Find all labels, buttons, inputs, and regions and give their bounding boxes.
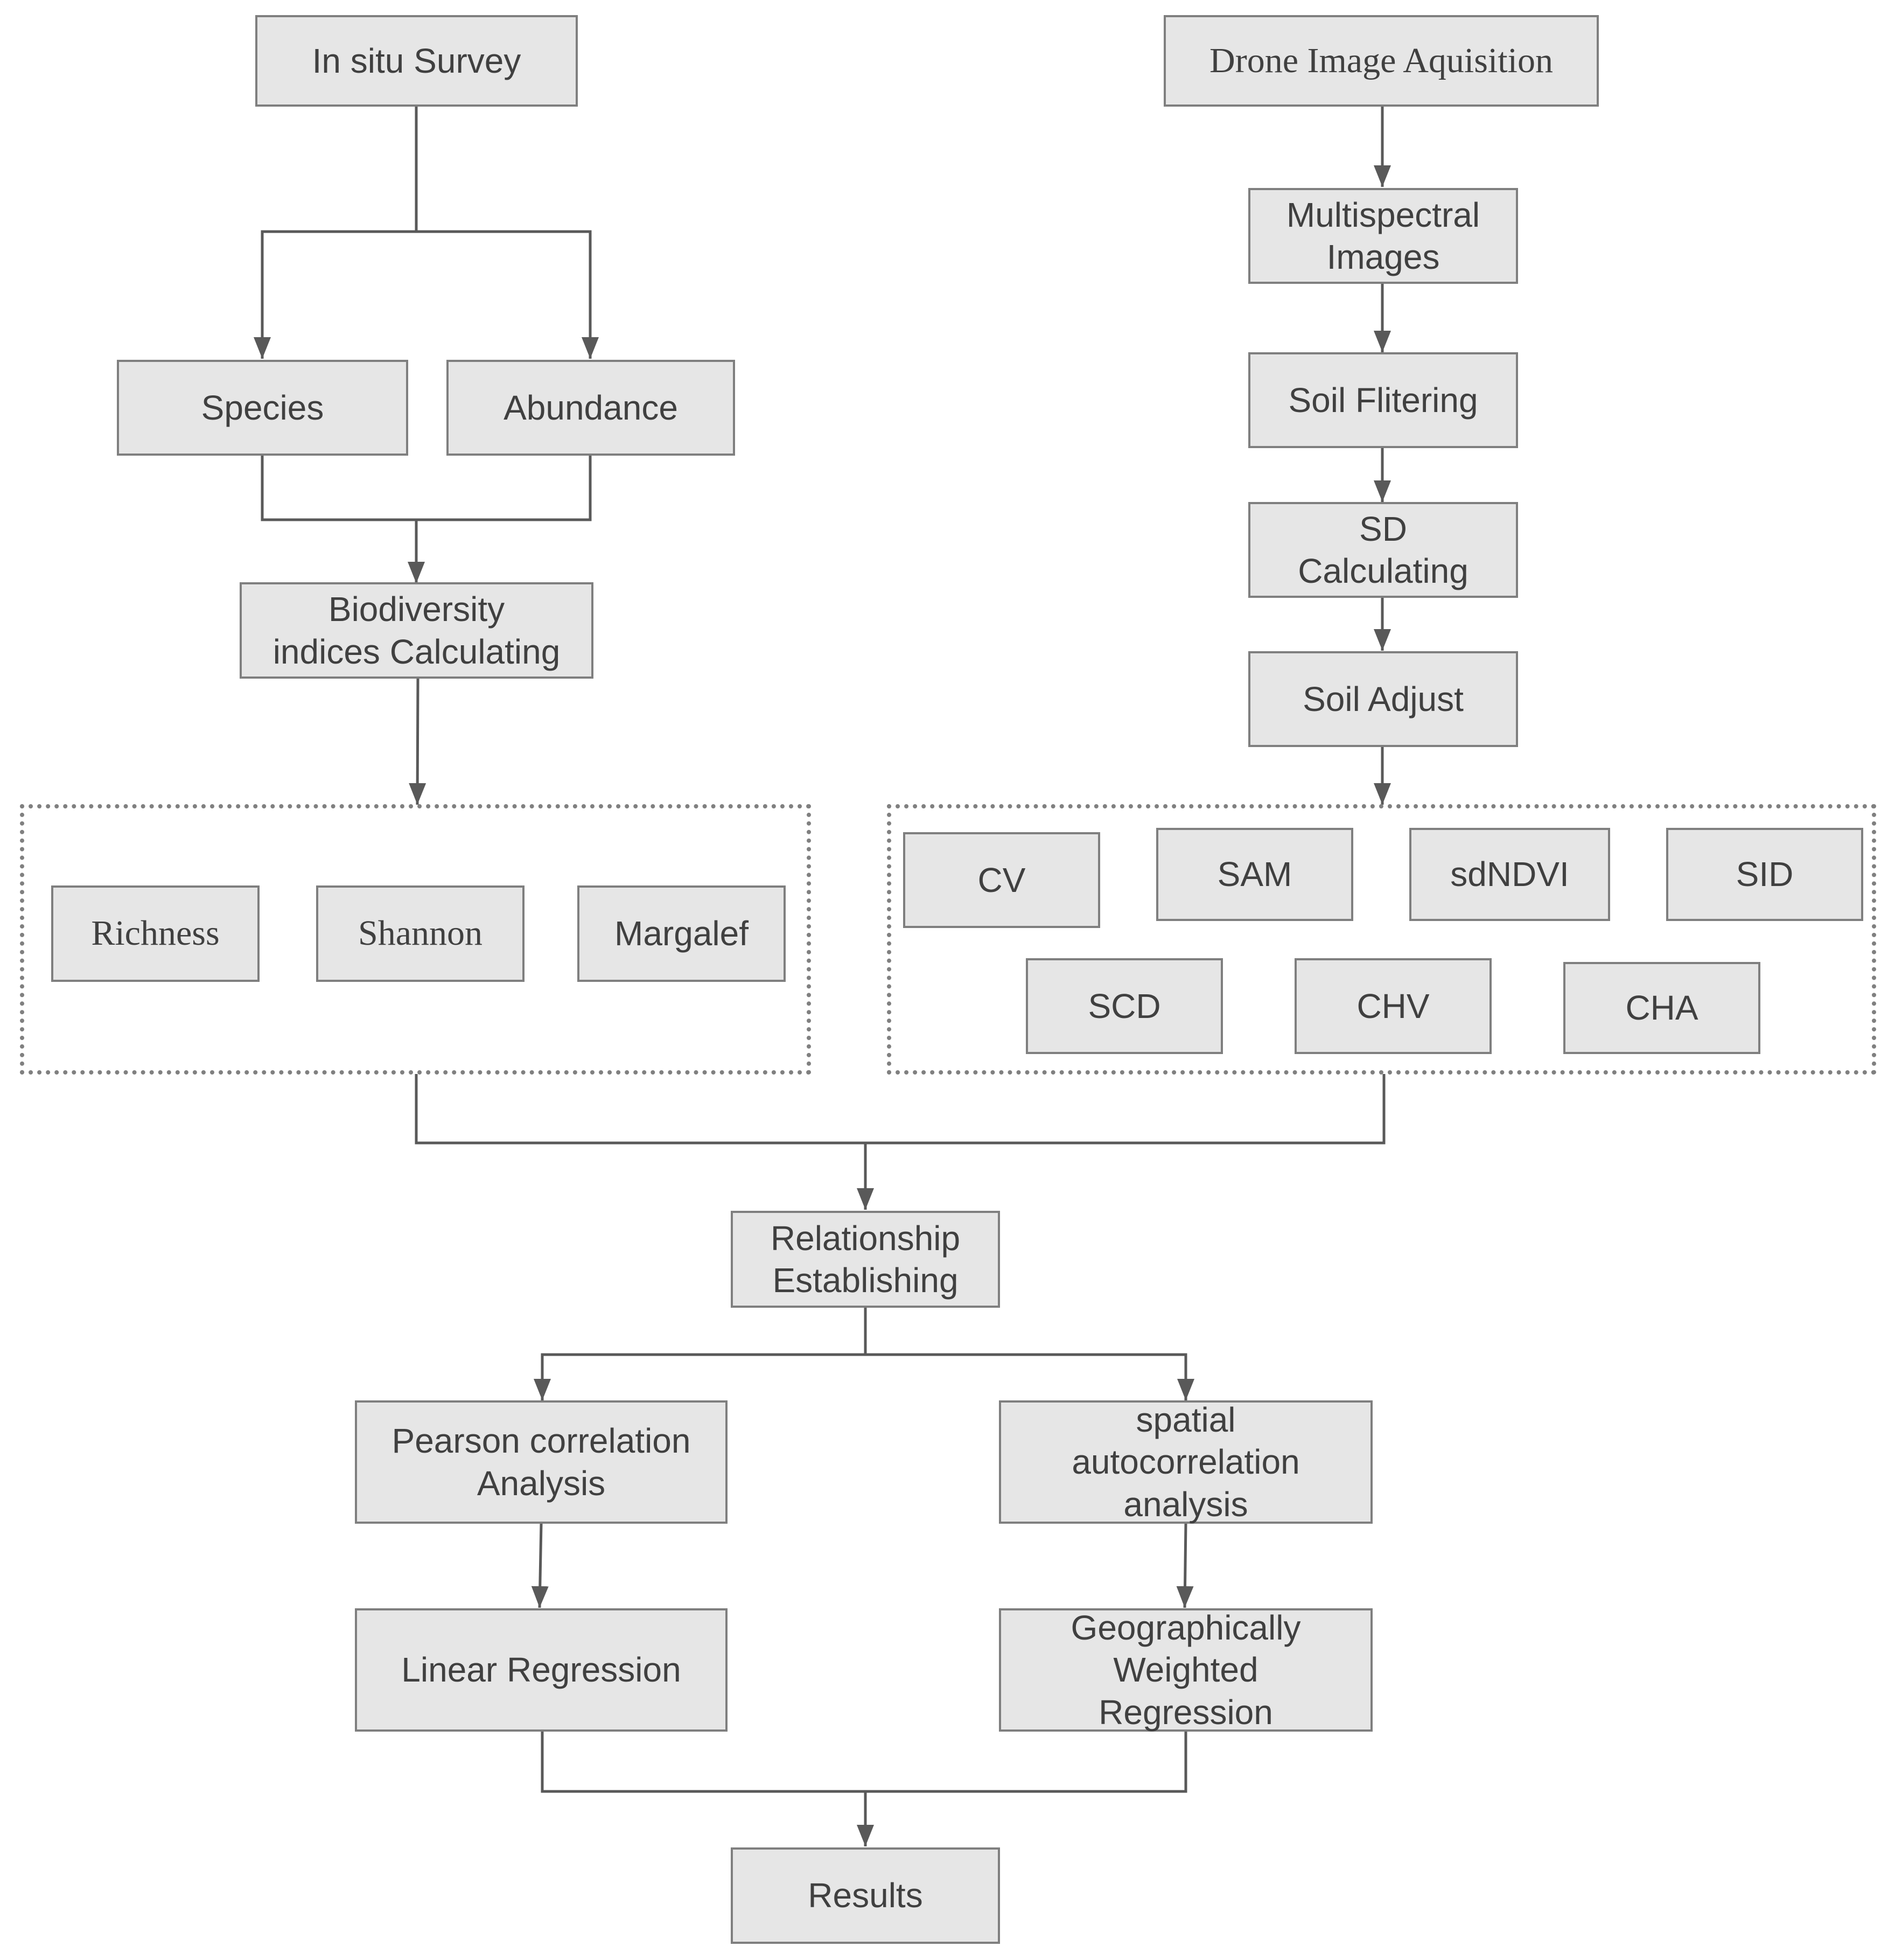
connector-groups-merge [415,1074,1386,1145]
linear-regression-box: Linear Regression [355,1608,728,1732]
arrow-to-linear [531,1523,549,1608]
sdndvi-box: sdNDVI [1409,828,1610,921]
sam-box: SAM [1156,828,1353,921]
biodiversity-indices-box: Biodiversity indices Calculating [240,582,593,679]
margalef-box: Margalef [577,885,786,982]
multispectral-images-box: Multispectral Images [1248,188,1518,284]
scd-box: SCD [1026,958,1223,1054]
soil-adjust-box: Soil Adjust [1248,651,1518,747]
connector-species-abundance-merge [261,456,592,521]
arrow-to-gwr [1176,1523,1194,1608]
spatial-autocorrelation-box: spatial autocorrelation analysis [999,1400,1373,1524]
sd-calculating-box: SD Calculating [1248,502,1518,598]
sid-box: SID [1666,828,1863,921]
soil-filtering-box: Soil Flitering [1248,352,1518,448]
relationship-establishing-box: Relationship Establishing [731,1211,1000,1308]
cha-box: CHA [1563,962,1760,1054]
diversity-indices-group [20,804,811,1075]
gwr-box: Geographically Weighted Regression [999,1608,1373,1732]
shannon-box: Shannon [316,885,525,982]
arrow-to-indices-group [409,678,426,805]
species-box: Species [117,360,408,456]
chv-box: CHV [1295,958,1492,1054]
cv-box: CV [903,832,1100,928]
connector-survey-branch [261,230,592,359]
richness-box: Richness [51,885,260,982]
drone-image-acquisition-box: Drone Image Aquisition [1164,15,1599,107]
spectral-metrics-group [887,804,1876,1075]
pearson-correlation-box: Pearson correlation Analysis [355,1400,728,1524]
connector-relationship-branch [541,1353,1187,1400]
results-box: Results [731,1847,1000,1944]
connector-regressions-merge [541,1732,1187,1793]
in-situ-survey-box: In situ Survey [255,15,578,107]
abundance-box: Abundance [446,360,735,456]
